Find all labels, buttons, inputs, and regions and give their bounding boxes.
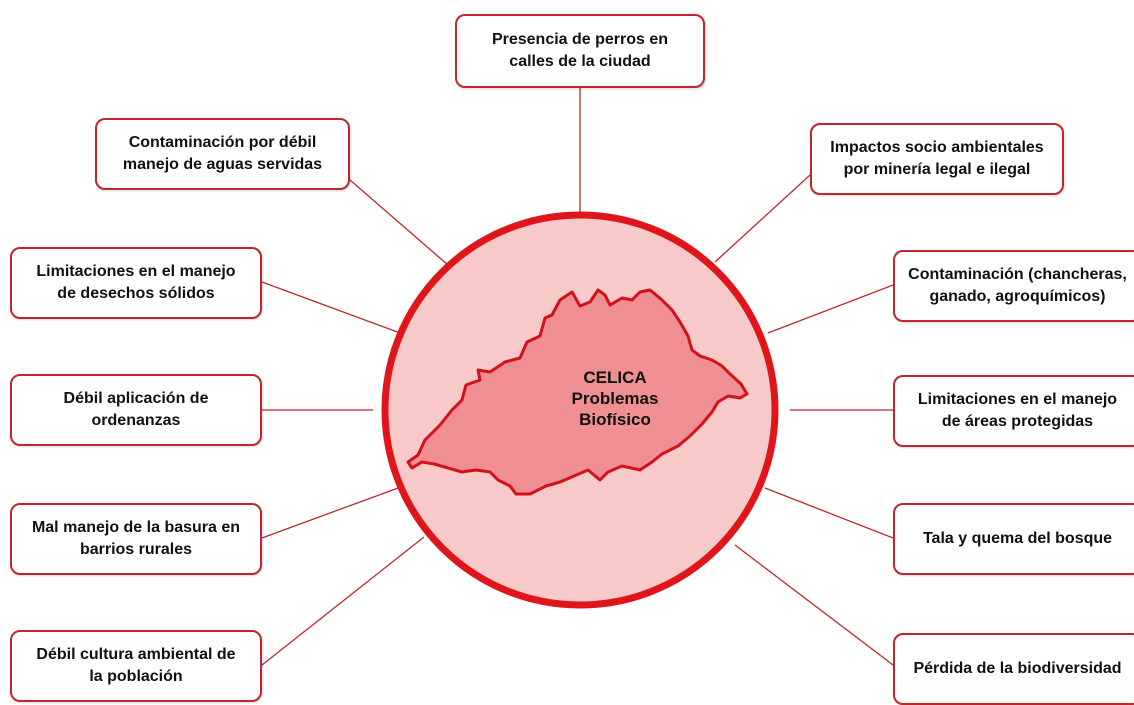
connector-desechos [261,281,401,334]
box-desechos: Limitaciones en el manejo de desechos só… [10,247,262,319]
box-perros: Presencia de perros en calles de la ciud… [455,14,705,88]
connector-cultura [261,536,425,666]
box-basura: Mal manejo de la basura en barrios rural… [10,503,262,575]
box-areas: Limitaciones en el manejo de áreas prote… [893,375,1134,447]
center-label: CELICA Problemas Biofísico [571,367,659,429]
box-aguas: Contaminación por débil manejo de aguas … [95,118,350,190]
box-cultura: Débil cultura ambiental de la población [10,630,262,702]
box-biodiversidad: Pérdida de la biodiversidad [893,633,1134,705]
connector-biodiversidad [734,544,894,666]
connector-aguas [349,179,449,266]
box-chancheras: Contaminación (chancheras, ganado, agroq… [893,250,1134,322]
connector-chancheras [767,284,894,334]
box-tala: Tala y quema del bosque [893,503,1134,575]
connector-mineria [714,174,811,263]
connector-basura [261,487,399,539]
celica-map-shape [406,288,749,496]
box-ordenanzas: Débil aplicación de ordenanzas [10,374,262,446]
connector-tala [764,487,894,539]
box-mineria: Impactos socio ambientales por minería l… [810,123,1064,195]
